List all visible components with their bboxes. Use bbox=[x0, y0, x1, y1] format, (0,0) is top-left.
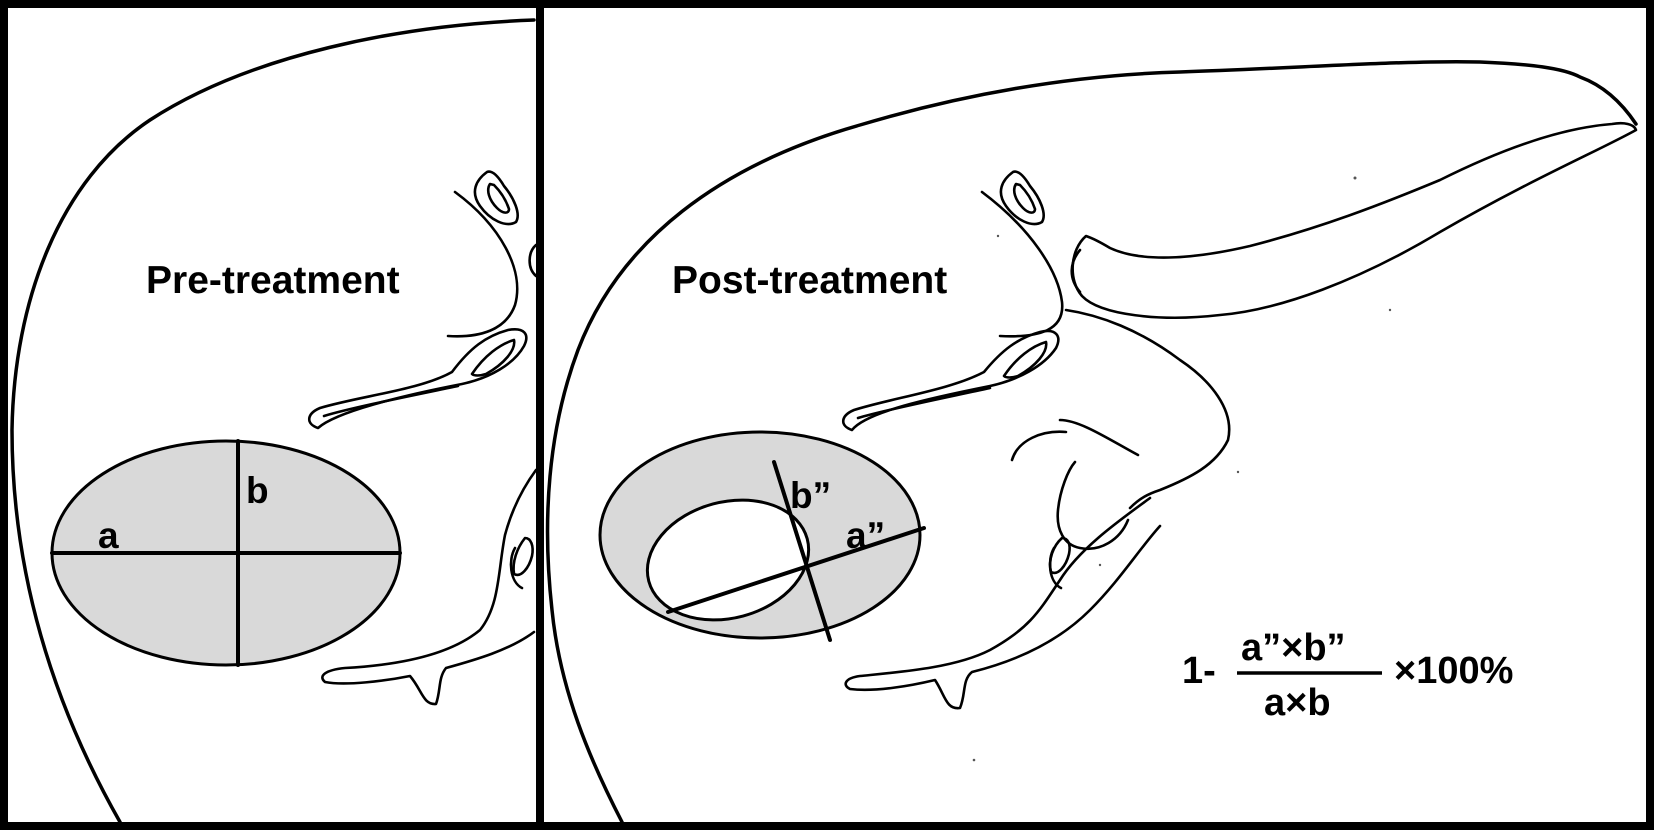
response-formula: 1- a”×b” a×b ×100% bbox=[1182, 627, 1513, 724]
panel-divider bbox=[536, 0, 544, 830]
formula-denominator: a×b bbox=[1264, 682, 1331, 724]
formula-suffix: ×100% bbox=[1394, 650, 1513, 692]
pre-treatment-panel: Pre-treatment a b bbox=[8, 8, 538, 824]
post-tumor: b” a” bbox=[598, 430, 926, 642]
formula-numerator: a”×b” bbox=[1241, 627, 1346, 669]
formula-prefix: 1- bbox=[1182, 650, 1216, 692]
pre-vessels bbox=[307, 170, 538, 706]
pre-panel-background bbox=[8, 8, 536, 822]
post-axis-b bbox=[772, 460, 832, 642]
post-lobe bbox=[1070, 121, 1638, 319]
post-axis-a bbox=[666, 526, 926, 614]
post-vessels bbox=[841, 170, 1231, 710]
post-necrosis-ellipse bbox=[645, 498, 811, 622]
post-treatment-panel: Post-treatment b” a” 1- a”×b” a×b ×100% bbox=[544, 8, 1646, 824]
post-liver-outline bbox=[545, 59, 1638, 824]
scan-specks bbox=[972, 176, 1392, 762]
pre-treatment-title: Pre-treatment bbox=[146, 259, 400, 302]
pre-axis-b-label: b bbox=[246, 470, 269, 511]
post-axis-a-label: a” bbox=[846, 515, 885, 556]
post-panel-background bbox=[544, 8, 1646, 822]
pre-liver-outline bbox=[10, 18, 536, 824]
pre-axis-a-label: a bbox=[98, 515, 119, 556]
pre-tumor: a b bbox=[50, 439, 402, 667]
post-axis-b-label: b” bbox=[790, 475, 831, 516]
post-treatment-title: Post-treatment bbox=[672, 259, 947, 302]
